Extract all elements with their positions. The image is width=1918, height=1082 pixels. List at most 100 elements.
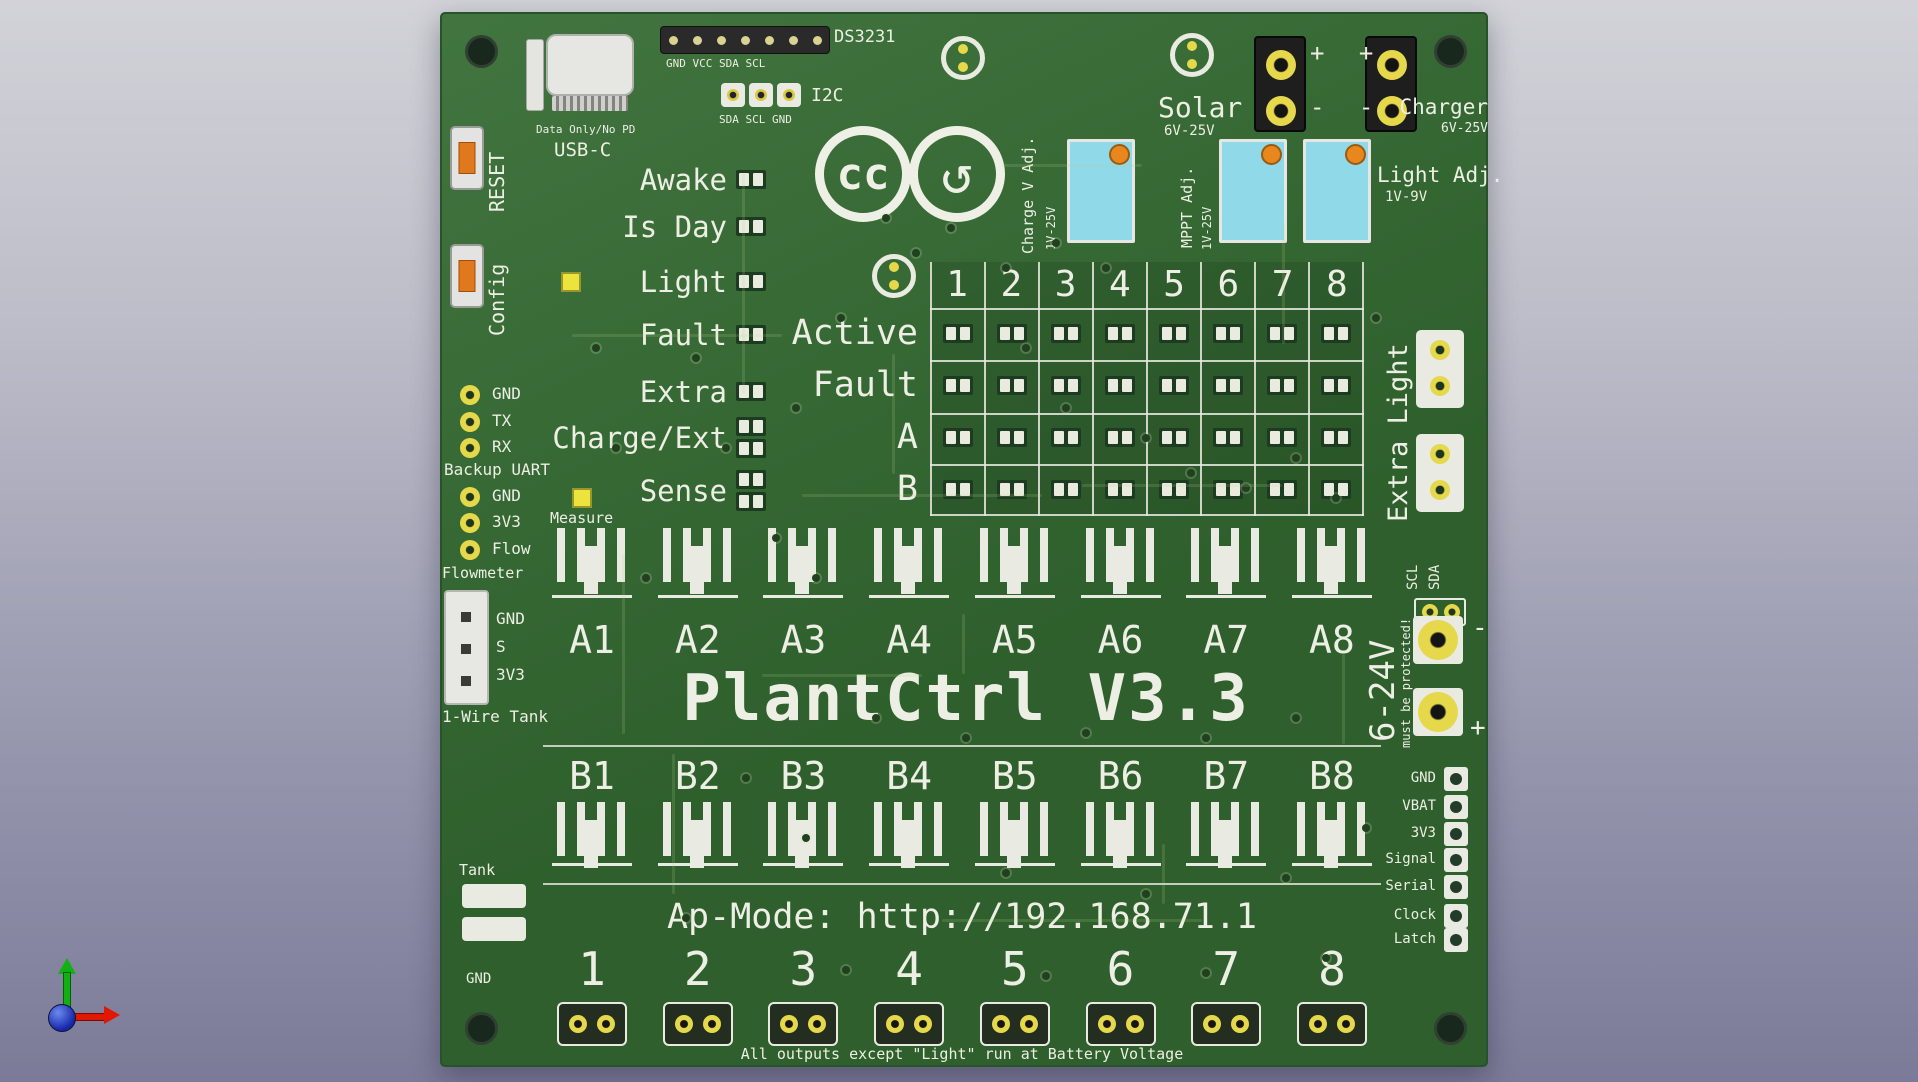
matrix-row-a: A: [896, 417, 918, 457]
output-connector: [557, 1002, 627, 1046]
out1-label: 1: [578, 942, 606, 996]
out7-label: 7: [1212, 942, 1241, 996]
b7-label: B7: [1203, 754, 1250, 798]
fiducial-pad: [941, 36, 985, 80]
copper-trace: [802, 494, 1042, 497]
via: [947, 224, 955, 232]
charger-label: Charger: [1399, 95, 1488, 119]
matrix-led-footprint: [1267, 480, 1297, 499]
matrix-led-footprint: [1213, 428, 1243, 447]
flowmeter-pad: [460, 487, 480, 507]
matrix-col: 6: [1217, 264, 1240, 305]
extra-light-connector: [1416, 434, 1464, 512]
via: [872, 714, 880, 722]
flowmeter-label: Flowmeter: [442, 564, 524, 582]
x-axis-arrow: [72, 1013, 106, 1021]
one-wire-connector: [444, 590, 489, 705]
status-led-footprint: [736, 439, 766, 458]
status-led-footprint: [736, 272, 766, 291]
status-led-footprint: [736, 325, 766, 344]
status-led-footprint: [736, 170, 766, 189]
usb-c-connector: [546, 34, 634, 96]
b-channel-labels: B1 B2 B3 B4 B5 B6 B7 B8: [557, 754, 1367, 798]
matrix-led-footprint: [1321, 324, 1351, 343]
via: [1102, 264, 1110, 272]
b-connector-row: [550, 800, 1374, 880]
connector-footprint: [550, 800, 634, 878]
via: [1002, 869, 1010, 877]
onewire-pin-gnd: GND: [496, 609, 525, 628]
output-connector: [874, 1002, 945, 1046]
connector-footprint: [1079, 800, 1163, 878]
charge-v-trimmer[interactable]: [1067, 139, 1135, 243]
via: [1242, 484, 1250, 492]
via: [1372, 314, 1380, 322]
via: [1332, 494, 1340, 502]
connector-footprint: [867, 526, 951, 610]
solar-input-pad: [1170, 33, 1214, 77]
onewire-pin-3v3: 3V3: [496, 665, 525, 684]
copper-trace: [572, 334, 782, 337]
a5-label: A5: [991, 618, 1038, 662]
copper-trace: [1002, 164, 1142, 167]
i2c-pins-label: SDA SCL GND: [719, 113, 792, 126]
i2c-pad: [777, 83, 801, 107]
usb-c-side-part: [526, 39, 544, 111]
mppt-trimmer[interactable]: [1219, 139, 1287, 243]
copper-trace: [762, 674, 922, 677]
output-number-labels: 1 2 3 4 5 6 7 8: [557, 942, 1367, 996]
matrix-row-fault: Fault: [812, 365, 918, 405]
extra-light-connector: [1416, 330, 1464, 408]
output-connector: [1296, 1002, 1367, 1046]
matrix-led-footprint: [1051, 324, 1081, 343]
rpin-signal: Signal: [1385, 851, 1436, 867]
via: [1322, 954, 1330, 962]
status-led: [561, 272, 581, 292]
light-trimmer[interactable]: [1303, 139, 1371, 243]
charger-terminal-block: [1365, 36, 1417, 132]
b5-label: B5: [991, 754, 1038, 798]
config-button[interactable]: [450, 244, 484, 308]
matrix-led-footprint: [1267, 428, 1297, 447]
via: [1202, 969, 1210, 977]
z-axis-sphere: [48, 1004, 76, 1032]
matrix-led-footprint: [997, 376, 1027, 395]
a8-label: A8: [1309, 618, 1355, 662]
b1-label: B1: [569, 754, 615, 798]
via: [772, 534, 780, 542]
rpin-vbat: VBAT: [1402, 798, 1436, 814]
matrix-led-footprint: [997, 428, 1027, 447]
b8-label: B8: [1309, 754, 1355, 798]
matrix-led-footprint: [1321, 428, 1351, 447]
light-adj-range: 1V-9V: [1385, 189, 1428, 205]
axes-gizmo: [42, 958, 132, 1048]
copper-trace: [1342, 654, 1345, 744]
copyleft-logo: ↺: [909, 126, 1005, 222]
via: [722, 444, 730, 452]
a4-label: A4: [886, 618, 932, 662]
matrix-grid: 1 2 3 4 5 6 7 8: [930, 262, 1364, 516]
ds3231-header: [660, 26, 830, 54]
rpin-pad: [1444, 928, 1468, 952]
matrix-led-footprint: [943, 376, 973, 395]
uart-pin-rx: RX: [492, 437, 512, 456]
reset-button[interactable]: [450, 126, 484, 190]
via: [1202, 734, 1210, 742]
out8-label: 8: [1318, 942, 1346, 996]
output-connector: [662, 1002, 733, 1046]
measure-led: [572, 488, 592, 508]
bottom-note: All outputs except "Light" run at Batter…: [740, 1045, 1184, 1063]
tank-gnd-label: GND: [466, 971, 492, 987]
via: [882, 214, 890, 222]
flowmeter-pin-gnd: GND: [492, 486, 521, 505]
status-led-footprint: [736, 470, 766, 489]
tank-pad: [462, 884, 526, 908]
flowmeter-pad: [460, 513, 480, 533]
via: [1142, 890, 1150, 898]
via: [792, 404, 800, 412]
via: [802, 834, 810, 842]
matrix-led-footprint: [1213, 376, 1243, 395]
connector-footprint: [1290, 800, 1374, 878]
rpin-pad: [1444, 767, 1468, 791]
